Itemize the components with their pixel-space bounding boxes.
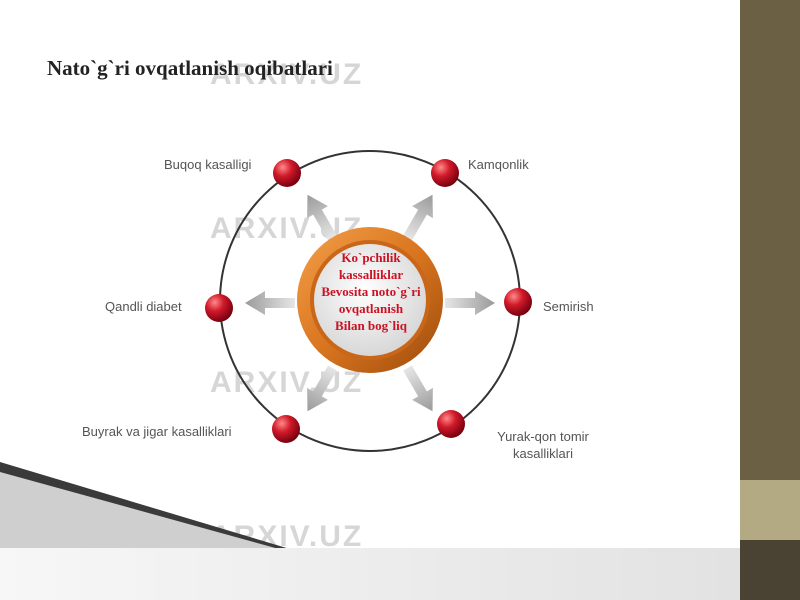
arrow-upper-right <box>403 194 433 241</box>
node-ball-semirish <box>504 288 532 316</box>
node-label-buyrak: Buyrak va jigar kasalliklari <box>82 424 232 439</box>
node-ball-buyrak <box>272 415 300 443</box>
watermark: ARXIV.UZ <box>210 58 364 91</box>
arrow-lower-left <box>307 365 337 412</box>
hub-line: Bilan bog`liq <box>335 318 407 333</box>
page-title: Nato`g`ri ovqatlanish oqibatlari <box>47 56 333 80</box>
sidebar-band-light <box>740 480 800 540</box>
arrow-left <box>245 291 295 315</box>
right-sidebar <box>740 0 800 600</box>
arrows <box>245 194 495 412</box>
decorative-swoosh <box>0 462 300 552</box>
node-label-yurak: Yurak-qon tomir kasalliklari <box>478 428 608 462</box>
sidebar-band-dark <box>740 540 800 600</box>
node-ball-buqoq <box>273 159 301 187</box>
arrow-upper-left <box>307 194 337 241</box>
hub-line: Bevosita noto`g`ri <box>321 284 421 299</box>
hub-line: kassalliklar <box>338 267 404 282</box>
node-ball-yurak <box>437 410 465 438</box>
hub-line: ovqatlanish <box>338 301 404 316</box>
arrow-right <box>445 291 495 315</box>
node-label-kamqonlik: Kamqonlik <box>468 157 529 172</box>
node-label-buqoq: Buqoq kasalligi <box>164 157 252 172</box>
hub-line: Ko`pchilik <box>341 250 401 265</box>
hub-text: Ko`pchilik kassalliklar Bevosita noto`g`… <box>306 249 436 334</box>
diagram-canvas <box>0 150 532 552</box>
node-label-diabet: Qandli diabet <box>105 299 182 314</box>
node-ball-kamqonlik <box>431 159 459 187</box>
arrow-lower-right <box>403 365 433 412</box>
slide: ARXIV.UZ ARXIV.UZ ARXIV.UZ ARXIV.UZ <box>0 56 608 553</box>
node-label-yurak-text: Yurak-qon tomir kasalliklari <box>497 429 589 461</box>
bottom-shade <box>0 548 740 600</box>
node-label-semirish: Semirish <box>543 299 594 314</box>
node-ball-diabet <box>205 294 233 322</box>
hub <box>297 227 443 373</box>
